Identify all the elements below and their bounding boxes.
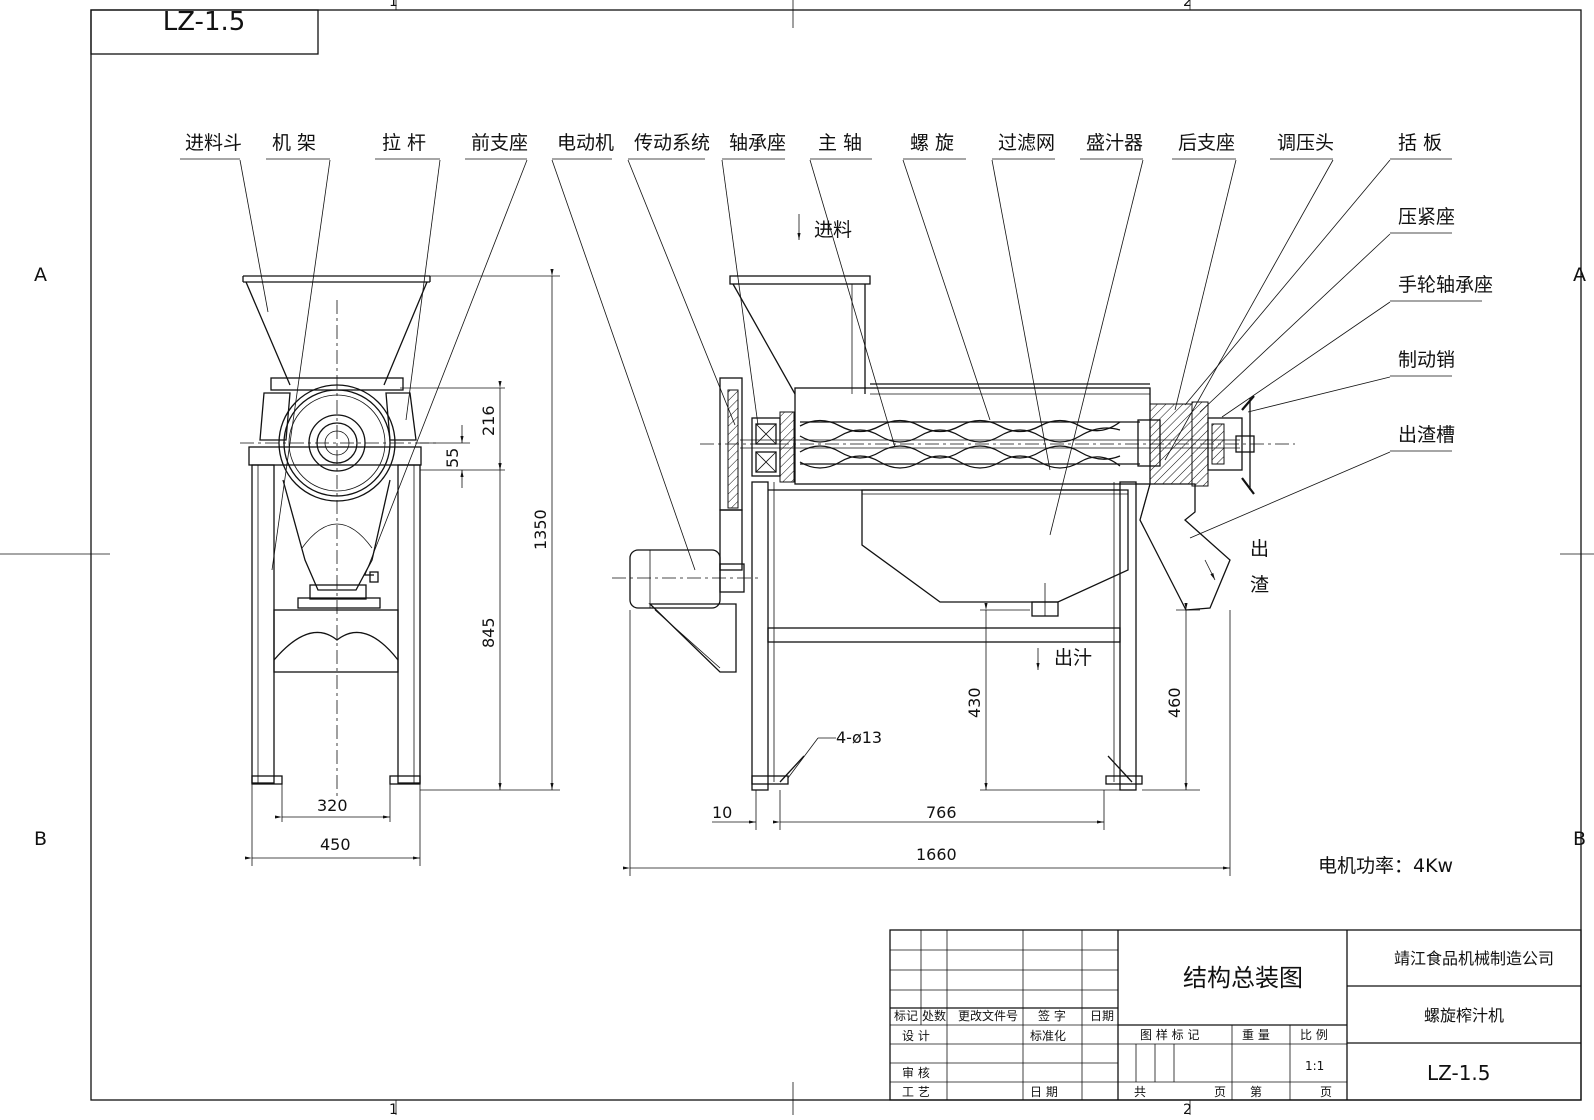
dim-holes: 4-ø13 — [836, 728, 882, 747]
label-feed: 进料 — [814, 219, 852, 241]
tb-rev-mark: 标记 — [894, 1009, 918, 1023]
zone-right-b: B — [1573, 828, 1586, 850]
dim-320: 320 — [317, 796, 348, 815]
tb-process: 工 艺 — [902, 1085, 930, 1099]
tb-company: 靖江食品机械制造公司 — [1394, 949, 1554, 968]
tb-sheet-unit2: 页 — [1320, 1085, 1332, 1099]
title-block: 标记 处数 更改文件号 签 字 日期 设 计 标准化 审 核 工 艺 日 期 结… — [889, 929, 1582, 1101]
label-transmission: 传动系统 — [634, 132, 710, 154]
label-scraper: 括 板 — [1398, 132, 1442, 154]
dim-55: 55 — [443, 448, 462, 468]
tb-sheet-unit1: 页 — [1214, 1085, 1226, 1099]
zone-left-b: B — [34, 828, 47, 850]
zone-bottom-2: 2 — [1183, 1102, 1192, 1115]
end-view-dimensions: 216 55 1350 845 320 450 — [244, 268, 560, 866]
label-residue-out-2: 渣 — [1250, 574, 1269, 596]
label-hopper: 进料斗 — [185, 132, 242, 154]
tb-drawing-title: 结构总装图 — [1183, 964, 1303, 992]
tb-signature: 签 字 — [1038, 1008, 1066, 1023]
label-handwheel-bearing: 手轮轴承座 — [1398, 274, 1493, 296]
label-residue-chute: 出渣槽 — [1398, 424, 1455, 446]
mirrored-drawing-code: LZ-1.5 — [163, 7, 246, 37]
dim-216: 216 — [479, 405, 498, 436]
zone-marks: 1 2 A B A B 1 2 — [34, 0, 1586, 1118]
zone-bottom-1: 1 — [389, 1102, 398, 1115]
side-view — [612, 275, 1295, 791]
svg-text:LZ-1.5: LZ-1.5 — [163, 7, 246, 37]
motor-power: 电机功率：4Kw — [1318, 855, 1453, 877]
tb-scale-label: 比 例 — [1300, 1028, 1328, 1042]
label-main-shaft: 主 轴 — [818, 132, 862, 154]
label-front-support: 前支座 — [471, 132, 528, 154]
tb-stage-mark: 图 样 标 记 — [1140, 1027, 1199, 1042]
label-juice-out: 出汁 — [1054, 647, 1092, 669]
tb-sheet-no: 第 — [1250, 1085, 1262, 1099]
label-pressure-head: 调压头 — [1277, 132, 1334, 154]
label-bearing-seat: 轴承座 — [729, 132, 786, 154]
label-clamp-seat: 压紧座 — [1398, 206, 1455, 228]
dim-1350: 1350 — [531, 509, 550, 550]
dim-766: 766 — [926, 803, 957, 822]
label-motor: 电动机 — [557, 132, 614, 154]
label-filter-screen: 过滤网 — [998, 132, 1055, 154]
tb-date2: 日 期 — [1030, 1085, 1058, 1099]
dim-1660: 1660 — [916, 845, 957, 864]
tb-standardize: 标准化 — [1030, 1029, 1066, 1043]
side-view-dimensions: 430 460 10 766 1660 4-ø13 — [622, 602, 1231, 876]
tb-scale: 1:1 — [1305, 1059, 1324, 1073]
label-residue-out-1: 出 — [1250, 538, 1269, 560]
zone-top-1: 1 — [389, 0, 398, 10]
zone-top-2: 2 — [1183, 0, 1192, 10]
tb-date: 日期 — [1090, 1009, 1114, 1023]
label-tie-rod: 拉 杆 — [382, 132, 426, 154]
tb-design: 设 计 — [902, 1029, 930, 1043]
zone-left-a: A — [34, 264, 47, 286]
part-labels: 进料斗 机 架 拉 杆 前支座 电动机 传动系统 轴承座 主 轴 螺 旋 过滤网… — [180, 132, 1493, 452]
leader-lines — [239, 159, 1391, 576]
label-brake-pin: 制动销 — [1398, 349, 1455, 371]
label-screw: 螺 旋 — [910, 132, 954, 154]
tb-rev-count: 处数 — [922, 1008, 946, 1023]
flow-labels: 进料 出汁 出 渣 — [797, 214, 1269, 670]
tb-code: LZ-1.5 — [1427, 1061, 1491, 1085]
dim-450: 450 — [320, 835, 351, 854]
label-juice-tray: 盛汁器 — [1086, 132, 1143, 154]
dim-430: 430 — [965, 687, 984, 718]
dim-845: 845 — [479, 617, 498, 648]
end-view — [240, 275, 440, 800]
label-rear-support: 后支座 — [1178, 132, 1235, 154]
dim-10: 10 — [712, 803, 732, 822]
label-frame: 机 架 — [272, 132, 316, 154]
tb-review: 审 核 — [902, 1065, 930, 1080]
tb-product: 螺旋榨汁机 — [1424, 1006, 1504, 1025]
zone-right-a: A — [1573, 264, 1586, 286]
dim-460: 460 — [1165, 687, 1184, 718]
tb-change-doc: 更改文件号 — [958, 1008, 1018, 1023]
tb-weight: 重 量 — [1242, 1028, 1270, 1042]
tb-total: 共 — [1134, 1085, 1146, 1099]
